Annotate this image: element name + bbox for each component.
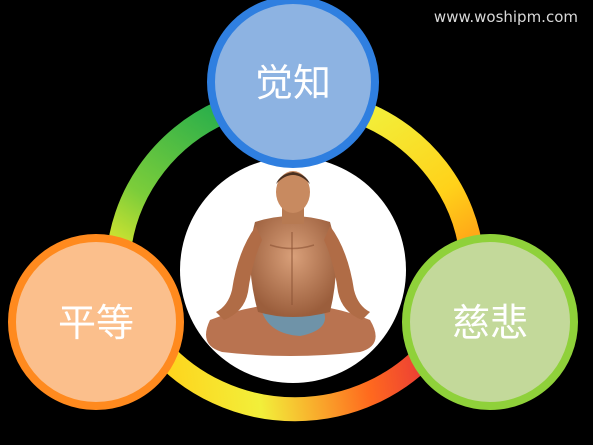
node-awareness-label: 觉知 xyxy=(255,61,331,105)
watermark-text: www.woshipm.com xyxy=(434,8,578,26)
node-equality-circle xyxy=(8,234,184,410)
node-compassion: 慈悲 xyxy=(402,234,578,410)
node-equality-label: 平等 xyxy=(58,301,134,345)
ring-arc-top-right xyxy=(355,100,484,260)
node-awareness: 觉知 xyxy=(207,0,379,168)
ring-arc-left xyxy=(106,101,228,263)
node-compassion-circle xyxy=(402,234,578,410)
node-equality: 平等 xyxy=(8,234,184,410)
ring-arc-bottom xyxy=(151,341,439,422)
node-compassion-label: 慈悲 xyxy=(452,301,528,345)
meditating-man-image xyxy=(206,171,376,356)
node-awareness-circle xyxy=(207,0,379,168)
